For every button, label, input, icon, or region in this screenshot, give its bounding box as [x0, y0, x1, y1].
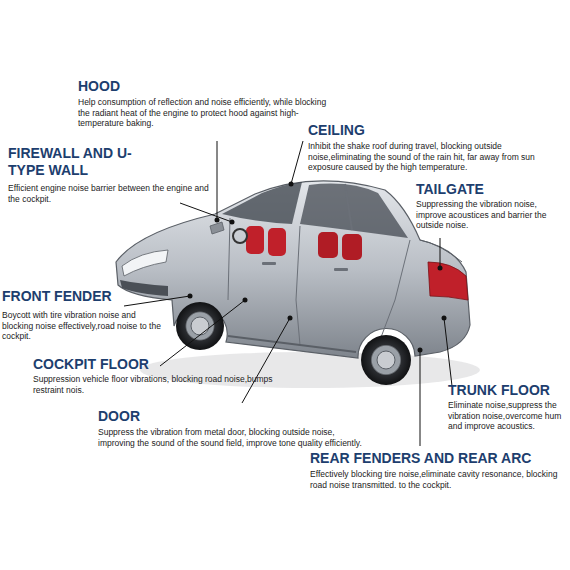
- mirror: [210, 222, 224, 234]
- leader-dot: [188, 294, 193, 299]
- wheel-hub: [191, 317, 209, 335]
- leader-dot: [243, 298, 248, 303]
- grille: [120, 280, 168, 296]
- part-description: Inhibit the shake roof during travel, bl…: [308, 141, 553, 173]
- rear-wheel: [361, 335, 411, 385]
- leader-line: [217, 141, 218, 220]
- leader-dot: [288, 316, 293, 321]
- door-line: [380, 240, 410, 340]
- window-pillar: [345, 184, 352, 230]
- part-description: Suppressing the vibration noise, improve…: [416, 199, 561, 231]
- leader-line: [444, 318, 452, 386]
- leader-dot: [289, 182, 294, 187]
- headlight: [122, 250, 168, 276]
- windshield: [222, 182, 302, 224]
- front-wheel: [176, 302, 224, 350]
- part-description: Effectively blocking tire noise,eliminat…: [310, 469, 562, 490]
- door-line: [296, 226, 300, 345]
- seat: [268, 228, 286, 256]
- part-name: CEILING: [308, 122, 365, 139]
- seat: [342, 234, 362, 260]
- side-window: [300, 184, 408, 238]
- door-handle: [262, 262, 276, 265]
- part-name: FRONT FENDER: [2, 288, 112, 305]
- leader-dot: [442, 316, 447, 321]
- part-description: Suppression vehicle floor vibrations, bl…: [33, 374, 278, 395]
- door-line: [228, 218, 230, 300]
- leader-line: [420, 350, 421, 446]
- part-name: TRUNK FLOOR: [448, 382, 550, 399]
- part-name: FIREWALL AND U-TYPE WALL: [8, 145, 138, 179]
- part-description: Suppress the vibration from metal door, …: [98, 427, 363, 448]
- leader-line: [242, 318, 290, 403]
- leader-line: [124, 296, 190, 306]
- leader-dot: [438, 266, 443, 271]
- door-handle: [334, 268, 348, 271]
- part-description: Boycott with tire vibration noise and bl…: [2, 310, 167, 342]
- part-description: Eliminate noise,suppress the vibration n…: [448, 400, 564, 432]
- tail-light: [428, 262, 468, 300]
- part-name: HOOD: [78, 78, 120, 95]
- part-name: REAR FENDERS AND REAR ARC: [310, 450, 531, 467]
- leader-line: [180, 203, 232, 222]
- part-description: Help consumption of reflection and noise…: [78, 97, 340, 129]
- leader-dot: [230, 220, 235, 225]
- leader-dot: [215, 218, 220, 223]
- seat: [246, 226, 264, 254]
- leader-line: [160, 300, 245, 366]
- leader-line: [440, 238, 441, 268]
- trunk-line: [420, 240, 462, 262]
- steering-wheel: [233, 229, 247, 243]
- wheel-hub: [377, 351, 395, 369]
- part-description: Efficient engine noise barrier between t…: [8, 183, 213, 204]
- part-name: DOOR: [98, 408, 140, 425]
- leader-dot: [418, 348, 423, 353]
- sill: [228, 336, 356, 352]
- seat: [318, 232, 338, 258]
- part-name: COCKPIT FLOOR: [33, 356, 149, 373]
- leader-line: [291, 141, 303, 184]
- part-name: TAILGATE: [416, 181, 484, 198]
